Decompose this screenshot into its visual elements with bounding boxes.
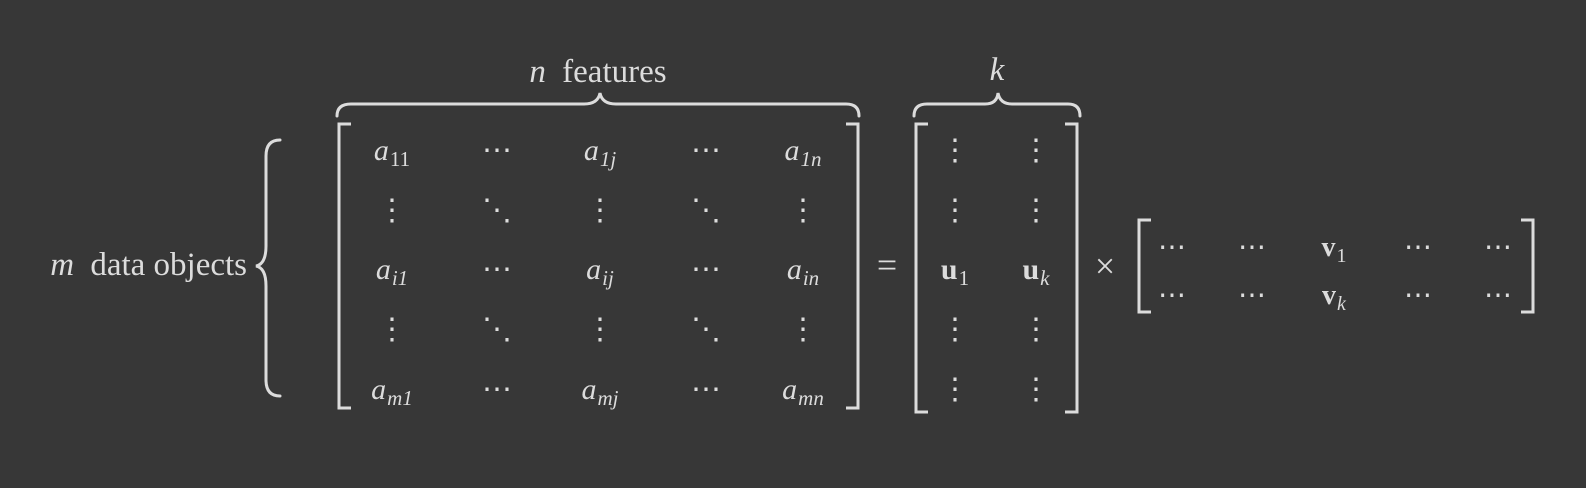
entry-base: a [584,134,599,167]
columns-label-var: n [529,54,546,90]
hdots-glyph: ⋯ [1404,280,1432,311]
vdots-glyph: ⋮ [1021,313,1051,346]
vdots-glyph: ⋮ [1021,194,1051,227]
k-brace [912,92,1082,118]
vdots-glyph: ⋮ [377,194,407,227]
columns-label-text: features [562,54,666,90]
rows-label-text: data objects [90,247,247,283]
entry-subscript: mj [598,386,619,410]
matrix-a-entry: am1 [371,373,413,410]
matrix-v-entry: vk [1322,280,1347,315]
hdots-glyph: ⋯ [1158,232,1186,263]
entry-base: a [785,134,800,167]
matrix-a-left-bracket [337,122,351,410]
vdots-glyph: ⋮ [940,134,970,167]
entry-subscript: ij [602,266,614,290]
matrix-u-entry: u1 [941,253,969,290]
entry-subscript: 11 [390,147,410,171]
hdots-glyph: ⋯ [1484,232,1512,263]
hdots-glyph: ⋯ [1238,232,1266,263]
hdots-glyph: ⋯ [1484,280,1512,311]
columns-label: n features [529,54,666,90]
hdots-glyph: ⋯ [482,253,512,286]
hdots-glyph: ⋯ [691,134,721,167]
vdots-glyph: ⋮ [788,194,818,227]
entry-subscript: i1 [392,266,408,290]
hdots-glyph: ⋯ [1238,280,1266,311]
vdots-glyph: ⋮ [940,194,970,227]
hdots-glyph: ⋯ [1404,232,1432,263]
entry-base: a [787,253,802,286]
entry-subscript: 1 [1337,245,1347,267]
entry-subscript: 1j [600,147,617,171]
entry-subscript: 1n [801,147,822,171]
times-sign: × [1095,246,1115,286]
entry-base: u [1022,253,1039,286]
entry-subscript: k [1040,266,1050,290]
matrix-a-entry: ain [787,253,819,290]
matrix-a: a11⋯a1j⋯a1n⋮⋱⋮⋱⋮ai1⋯aij⋯ain⋮⋱⋮⋱⋮am1⋯amj⋯… [371,134,824,410]
entry-base: a [374,134,389,167]
entry-subscript: 1 [959,266,970,290]
matrix-a-entry: aij [586,253,614,290]
ddots-glyph: ⋱ [482,194,512,227]
matrix-u-left-bracket [914,122,928,414]
hdots-glyph: ⋯ [482,373,512,406]
rows-label-var: m [50,247,74,283]
entry-base: a [371,373,386,406]
entry-subscript: k [1337,293,1347,315]
entry-base: v [1322,280,1336,311]
vdots-glyph: ⋮ [1021,373,1051,406]
matrix-a-right-bracket [846,122,860,410]
entry-subscript: m1 [387,386,413,410]
vdots-glyph: ⋮ [377,313,407,346]
ddots-glyph: ⋱ [482,313,512,346]
matrix-v-entry: v1 [1322,232,1347,267]
entry-base: a [582,373,597,406]
matrix-a-entry: a1n [785,134,822,171]
entry-base: a [782,373,797,406]
rows-label: m data objects [50,247,247,283]
vdots-glyph: ⋮ [1021,134,1051,167]
matrix-v: ⋯⋯v1⋯⋯⋯⋯vk⋯⋯ [1158,232,1512,315]
matrix-a-entry: amn [782,373,824,410]
vdots-glyph: ⋮ [940,373,970,406]
entry-base: v [1322,232,1336,263]
rows-brace [255,138,282,398]
entry-base: a [586,253,601,286]
columns-brace [335,92,861,118]
entry-base: a [376,253,391,286]
vdots-glyph: ⋮ [585,194,615,227]
entry-subscript: in [803,266,819,290]
hdots-glyph: ⋯ [482,134,512,167]
vdots-glyph: ⋮ [585,313,615,346]
hdots-glyph: ⋯ [691,253,721,286]
entry-base: u [941,253,958,286]
vdots-glyph: ⋮ [940,313,970,346]
matrix-a-entry: amj [582,373,619,410]
ddots-glyph: ⋱ [691,194,721,227]
matrix-u-entry: uk [1022,253,1050,290]
vdots-glyph: ⋮ [788,313,818,346]
entry-subscript: mn [798,386,824,410]
hdots-glyph: ⋯ [1158,280,1186,311]
hdots-glyph: ⋯ [691,373,721,406]
matrix-v-left-bracket [1137,218,1151,314]
k-label: k [990,52,1006,88]
ddots-glyph: ⋱ [691,313,721,346]
matrix-v-right-bracket [1521,218,1535,314]
matrix-a-entry: a1j [584,134,617,171]
matrix-a-entry: a11 [374,134,410,171]
matrix-a-entry: ai1 [376,253,408,290]
equals-sign: = [877,245,897,285]
matrix-u-right-bracket [1065,122,1079,414]
